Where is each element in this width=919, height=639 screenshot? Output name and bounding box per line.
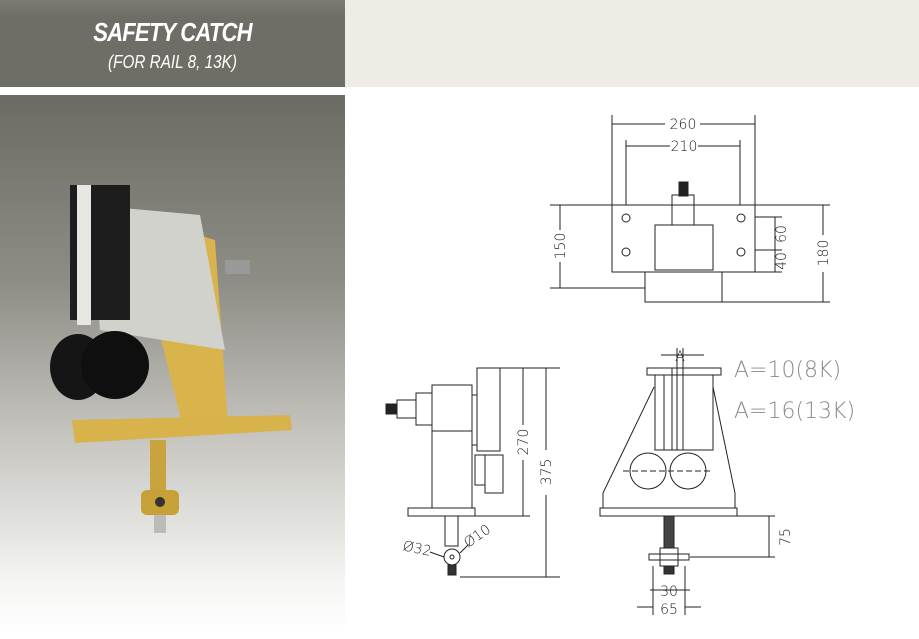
dim-150: 150 xyxy=(553,233,569,260)
product-photo xyxy=(0,95,345,634)
dim-75: 75 xyxy=(778,528,794,546)
dim-65: 65 xyxy=(660,602,678,618)
dim-d32: Ø32 xyxy=(401,538,433,560)
dim-40: 40 xyxy=(774,252,790,270)
top-view xyxy=(550,115,830,303)
header-band xyxy=(345,0,919,87)
dim-270: 270 xyxy=(516,429,532,456)
front-view xyxy=(599,348,775,615)
page-title: SAFETY CATCH xyxy=(93,17,252,47)
dim-210: 210 xyxy=(671,139,698,155)
title-banner: SAFETY CATCH (FOR RAIL 8, 13K) xyxy=(0,0,345,87)
page-subtitle: (FOR RAIL 8, 13K) xyxy=(108,52,237,72)
dim-375: 375 xyxy=(539,459,555,486)
note-a-13k: A=16(13K) xyxy=(734,399,855,424)
side-view xyxy=(385,367,560,578)
dim-30: 30 xyxy=(660,584,678,600)
dim-a: A xyxy=(675,349,685,365)
dim-180: 180 xyxy=(816,240,832,267)
dim-d10: Ø10 xyxy=(461,522,494,552)
dim-260: 260 xyxy=(670,117,697,133)
dim-60: 60 xyxy=(774,225,790,243)
note-a-8k: A=10(8K) xyxy=(734,358,841,383)
safety-catch-photo xyxy=(50,185,292,533)
